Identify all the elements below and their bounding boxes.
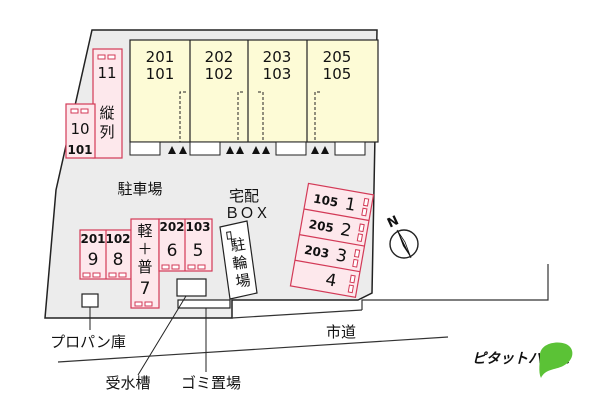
entrance-arrow-icon: [262, 146, 270, 154]
unit-label-upper: 202: [205, 48, 234, 66]
brand-logo: ピタットハウス: [472, 342, 573, 378]
parking-space-unit: 105: [312, 192, 339, 210]
entrance-arrow-icon: [226, 146, 234, 154]
parking-space-number: 7: [140, 279, 151, 299]
parking-space-number: 2: [339, 220, 353, 242]
parking-east: 105 1 205 2 203 3 4: [289, 182, 375, 298]
leaf-logo-icon: [539, 342, 573, 378]
parking-space-unit: 101: [67, 143, 92, 157]
propane-storage-label: プロパン庫: [50, 333, 126, 351]
parking-space-number: 3: [334, 245, 348, 267]
kei-space-label: ＋: [137, 240, 152, 258]
bicycle-parking-label: 輪: [231, 253, 248, 273]
city-road-edge-top: [231, 309, 363, 319]
garbage-area-label: ゴミ置場: [181, 374, 241, 392]
delivery-box-label: 宅配: [229, 187, 259, 205]
entrance-arrow-icon: [321, 146, 329, 154]
entrance-arrow-icon: [252, 146, 260, 154]
unit-label-upper: 205: [323, 48, 352, 66]
parking-south: 201 9 102 8 軽 ＋ 普 7 202 6 103 5: [79, 218, 213, 309]
entrance-arrow-icon: [168, 146, 176, 154]
north-label: N: [385, 213, 401, 231]
north-arrow-icon: N: [385, 213, 419, 259]
parking-space-number: 5: [193, 241, 204, 261]
bicycle-parking-label: 駐: [229, 235, 246, 255]
city-road-label: 市道: [326, 323, 356, 341]
parking-space-unit: 202: [159, 220, 184, 234]
propane-storage: [81, 293, 99, 308]
parking-space-number: 4: [324, 270, 338, 292]
main-building: 201 101 202 102 203 103 205 105: [129, 39, 379, 156]
parking-space-number: 1: [343, 194, 357, 216]
city-road-edge-bottom: [57, 336, 449, 363]
kei-space-label: 軽: [137, 222, 152, 240]
bicycle-parking: 駐 輪 場: [219, 220, 258, 300]
tandem-label: 縦: [99, 104, 114, 122]
parking-space-number: 6: [167, 241, 178, 261]
unit-label-lower: 102: [205, 65, 234, 83]
parking-space-unit: 203: [303, 243, 330, 261]
bicycle-parking-label: 場: [234, 271, 251, 291]
kei-space-label: 普: [137, 258, 152, 276]
water-tank-label: 受水槽: [105, 374, 150, 392]
parking-space-unit: 205: [308, 217, 335, 235]
parking-lot-label: 駐車場: [117, 180, 162, 198]
unit-label-lower: 103: [263, 65, 292, 83]
entrance-arrow-icon: [311, 146, 319, 154]
entrance-arrow-icon: [179, 146, 187, 154]
parking-space-unit: 102: [105, 232, 130, 246]
water-tank: [176, 278, 207, 297]
unit-label-upper: 203: [263, 48, 292, 66]
parking-space-unit: 103: [185, 220, 210, 234]
entrance-arrow-icon: [236, 146, 244, 154]
parking-space-number: 8: [113, 250, 124, 270]
parking-space-number: 9: [88, 250, 99, 270]
tandem-label: 列: [99, 123, 114, 141]
parking-space-number: 11: [97, 64, 116, 82]
unit-label-lower: 105: [323, 65, 352, 83]
unit-label-lower: 101: [146, 65, 175, 83]
parking-tandem: 11 縦 列 10 101: [65, 48, 123, 159]
unit-label-upper: 201: [146, 48, 175, 66]
city-road-edge-east: [361, 264, 549, 310]
delivery-box-label: ＢＯＸ: [224, 204, 269, 222]
parking-space-number: 10: [70, 120, 89, 138]
garbage-area: [177, 299, 231, 309]
parking-space-unit: 201: [80, 232, 105, 246]
